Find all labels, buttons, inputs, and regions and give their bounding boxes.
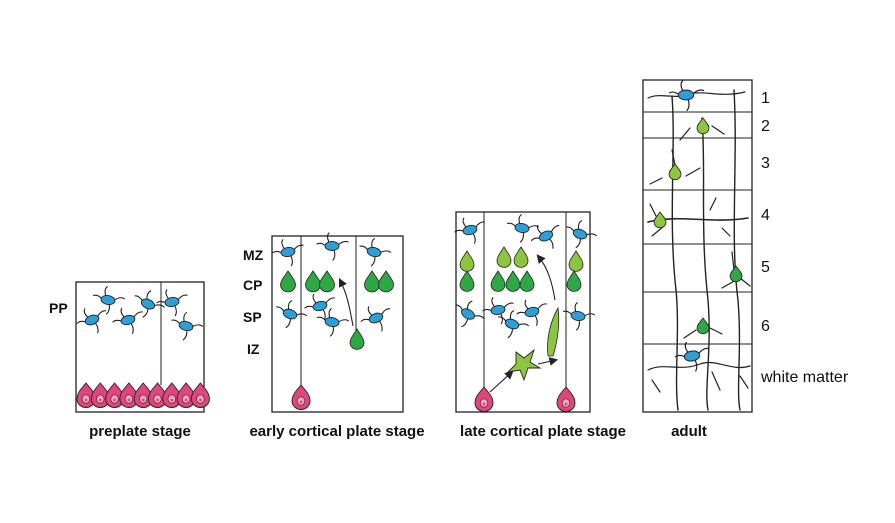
blue-neuron-icon	[668, 80, 705, 112]
progenitor-cell-icon	[133, 382, 153, 408]
blue-neuron-icon	[482, 297, 514, 325]
neurite	[649, 197, 731, 237]
green-neuron-icon	[490, 270, 506, 292]
panel-preplate: PP preplate stage	[49, 281, 210, 440]
blue-neuron-icon	[563, 302, 596, 331]
neurite	[683, 327, 723, 339]
green-neuron-icon	[568, 250, 584, 272]
caption-preplate: preplate stage	[89, 423, 191, 440]
neurite	[679, 125, 725, 141]
blue-neuron-icon	[76, 308, 107, 334]
blue-neuron-icon	[531, 224, 560, 249]
neurite	[671, 95, 679, 411]
blue-neuron-icon	[316, 232, 349, 261]
green-neuron-icon	[459, 270, 475, 292]
blue-neuron-icon	[455, 300, 485, 328]
green-neuron-icon	[668, 163, 682, 181]
progenitor-cell-icon	[162, 382, 182, 408]
migration-arrow-icon	[537, 357, 559, 366]
panel-adult: 1 2 3 4 5 6 white matter adult	[642, 79, 849, 440]
green-neuron-icon	[513, 246, 529, 268]
green-neuron-icon	[459, 250, 475, 272]
blue-neuron-icon	[674, 341, 710, 372]
zone-label-sp: SP	[243, 309, 262, 325]
layer-label-6: 6	[761, 318, 770, 335]
adult-neurons	[647, 80, 751, 411]
migration-arrow-icon	[339, 278, 354, 327]
panel-early-frame	[271, 235, 404, 413]
early-neurons	[272, 232, 394, 410]
neurite	[733, 89, 741, 411]
panel-late-cortical-plate: late cortical plate stage	[454, 211, 626, 440]
green-neuron-icon	[349, 328, 365, 350]
panel-adult-frame	[642, 79, 753, 413]
neurite	[701, 117, 710, 411]
neurite	[647, 91, 746, 99]
caption-adult: adult	[671, 423, 707, 440]
migration-arrow-icon	[489, 370, 514, 393]
green-neuron-icon	[496, 246, 512, 268]
layer-label-4: 4	[761, 207, 770, 224]
panel-preplate-frame	[75, 281, 205, 413]
green-neuron-icon	[364, 270, 380, 293]
green-neuron-icon	[729, 265, 743, 283]
blue-neuron-icon	[507, 214, 540, 243]
layer-label-1: 1	[761, 90, 770, 107]
panel-early-cortical-plate: MZ CP SP IZ early cortical plate stage	[243, 232, 425, 440]
green-neuron-icon	[378, 270, 394, 293]
green-neuron-icon	[653, 211, 667, 229]
caption-late: late cortical plate stage	[460, 423, 626, 440]
layer-label-2: 2	[761, 118, 770, 135]
green-neuron-icon	[505, 270, 521, 292]
blue-neuron-icon	[171, 312, 204, 341]
green-neuron-icon	[696, 317, 710, 335]
blue-neuron-icon	[93, 286, 126, 315]
green-neuron-icon	[566, 270, 582, 292]
neurite	[647, 362, 751, 371]
blue-neuron-icon	[317, 308, 350, 337]
blue-neuron-icon	[272, 239, 304, 267]
green-neuron-icon	[280, 270, 296, 293]
green-neuron-icon	[305, 270, 321, 293]
migrating-neuron-icon	[547, 306, 560, 357]
neurite	[651, 371, 749, 393]
preplate-neurons	[76, 286, 204, 341]
zone-label-pp: PP	[49, 300, 68, 316]
blue-neuron-icon	[454, 217, 485, 244]
blue-neuron-icon	[134, 290, 165, 318]
green-neuron-icon	[519, 270, 535, 292]
caption-early: early cortical plate stage	[249, 423, 424, 440]
progenitor-cell-icon	[291, 384, 311, 410]
layer-label-5: 5	[761, 259, 770, 276]
layer-label-white-matter: white matter	[760, 369, 849, 386]
zone-label-mz: MZ	[243, 247, 264, 263]
late-neurons	[454, 214, 597, 412]
blue-neuron-icon	[276, 300, 307, 329]
panel-late-frame	[455, 211, 591, 413]
progenitor-cell-icon	[556, 386, 576, 412]
layer-label-3: 3	[761, 155, 770, 172]
progenitor-row	[76, 382, 210, 408]
multipolar-neuron-icon	[506, 348, 542, 382]
zone-label-iz: IZ	[247, 341, 260, 357]
blue-neuron-icon	[359, 238, 392, 267]
migration-arrow-icon	[536, 254, 556, 301]
zone-label-cp: CP	[243, 277, 262, 293]
blue-neuron-icon	[498, 310, 529, 339]
blue-neuron-icon	[156, 289, 188, 317]
blue-neuron-icon	[112, 307, 143, 334]
blue-neuron-icon	[566, 220, 597, 249]
blue-neuron-icon	[360, 306, 391, 332]
blue-neuron-icon	[304, 293, 335, 320]
blue-neuron-icon	[516, 299, 547, 326]
progenitor-cell-icon	[190, 382, 210, 408]
green-neuron-icon	[696, 117, 710, 135]
green-neuron-icon	[319, 270, 335, 293]
progenitor-cell-icon	[474, 386, 494, 412]
